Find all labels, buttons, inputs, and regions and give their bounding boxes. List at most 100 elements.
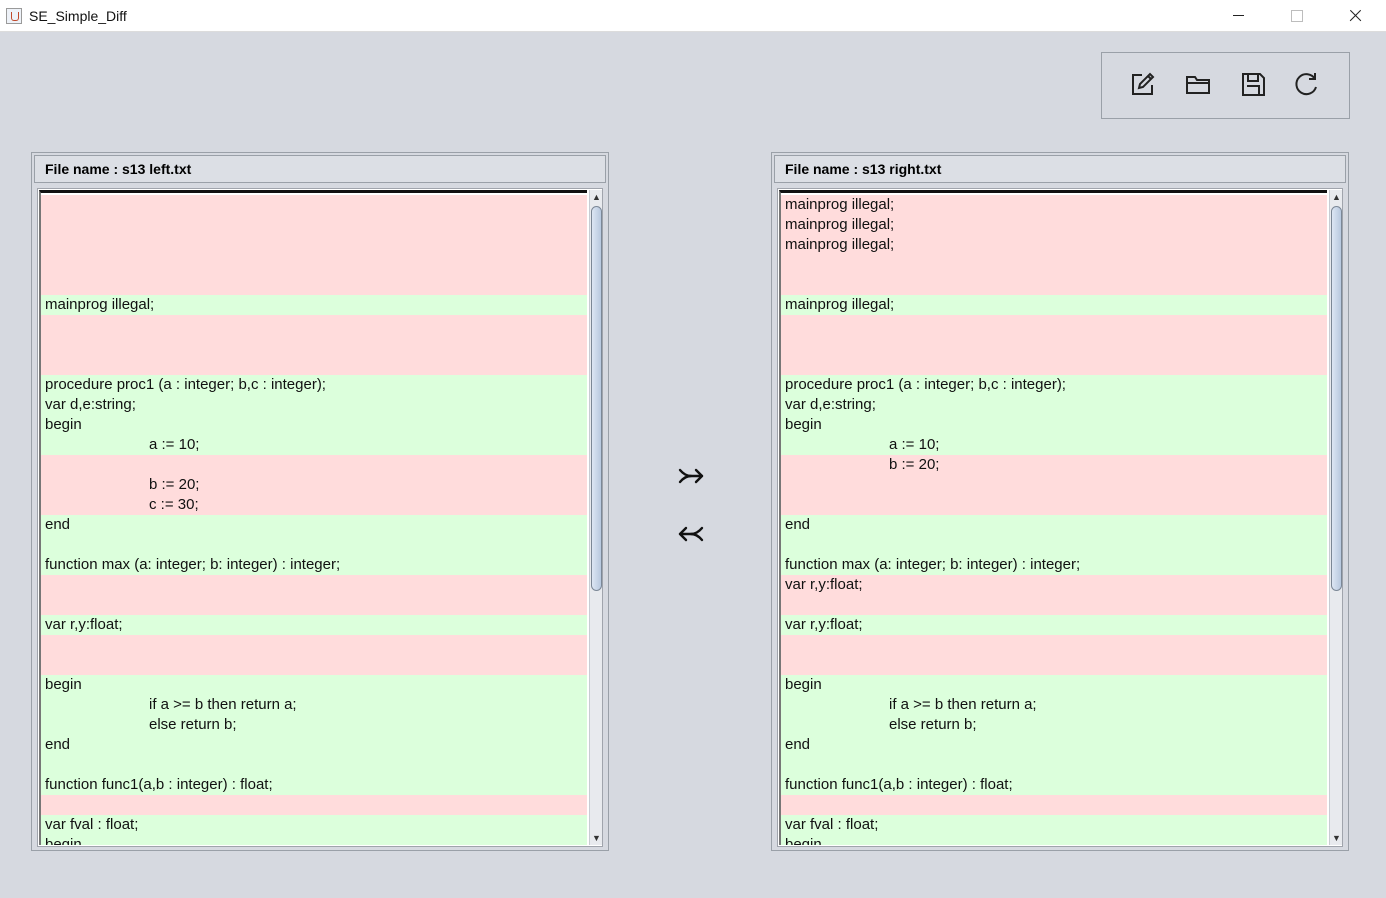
edit-button[interactable] bbox=[1128, 69, 1158, 99]
diff-line: mainprog illegal; bbox=[41, 295, 587, 315]
diff-line: end bbox=[41, 735, 587, 755]
right-lines: mainprog illegal;mainprog illegal;mainpr… bbox=[781, 193, 1327, 845]
diff-line bbox=[781, 655, 1327, 675]
diff-line: mainprog illegal; bbox=[781, 235, 1327, 255]
diff-line: end bbox=[781, 735, 1327, 755]
diff-line bbox=[781, 755, 1327, 775]
diff-line bbox=[41, 535, 587, 555]
merge-to-right-icon bbox=[678, 468, 704, 484]
diff-line bbox=[41, 795, 587, 815]
save-icon bbox=[1242, 73, 1265, 96]
open-folder-icon bbox=[1186, 76, 1210, 94]
diff-line: begin bbox=[41, 415, 587, 435]
toolbar bbox=[1101, 52, 1350, 119]
diff-line: begin bbox=[781, 675, 1327, 695]
right-file-panel: File name : s13 right.txt mainprog illeg… bbox=[771, 152, 1349, 851]
left-lines: mainprog illegal; procedure proc1 (a : in… bbox=[41, 193, 587, 845]
diff-line: begin bbox=[781, 415, 1327, 435]
diff-line bbox=[781, 335, 1327, 355]
diff-line bbox=[781, 255, 1327, 275]
open-button[interactable] bbox=[1183, 69, 1213, 99]
scroll-down-arrow-icon[interactable]: ▼ bbox=[1332, 833, 1341, 843]
diff-line: function func1(a,b : integer) : float; bbox=[41, 775, 587, 795]
diff-line bbox=[41, 655, 587, 675]
diff-line: var fval : float; bbox=[781, 815, 1327, 835]
minimize-button[interactable] bbox=[1210, 0, 1268, 32]
diff-line bbox=[41, 215, 587, 235]
right-diff-view: mainprog illegal;mainprog illegal;mainpr… bbox=[777, 188, 1343, 847]
diff-line: mainprog illegal; bbox=[781, 195, 1327, 215]
merge-to-right-button[interactable] bbox=[676, 464, 706, 488]
diff-line: function max (a: integer; b: integer) : … bbox=[41, 555, 587, 575]
diff-line: var r,y:float; bbox=[41, 615, 587, 635]
diff-line: procedure proc1 (a : integer; b,c : inte… bbox=[781, 375, 1327, 395]
diff-line bbox=[781, 535, 1327, 555]
refresh-button[interactable] bbox=[1292, 69, 1322, 99]
diff-line bbox=[781, 635, 1327, 655]
window-title: SE_Simple_Diff bbox=[29, 8, 127, 24]
diff-line bbox=[41, 635, 587, 655]
diff-line: var d,e:string; bbox=[781, 395, 1327, 415]
maximize-button[interactable] bbox=[1268, 0, 1326, 32]
diff-line bbox=[41, 315, 587, 335]
scroll-up-arrow-icon[interactable]: ▲ bbox=[592, 192, 601, 202]
diff-line bbox=[781, 595, 1327, 615]
java-cup-icon bbox=[6, 8, 22, 24]
scroll-up-arrow-icon[interactable]: ▲ bbox=[1332, 192, 1341, 202]
diff-line: else return b; bbox=[781, 715, 1327, 735]
diff-line: if a >= b then return a; bbox=[41, 695, 587, 715]
diff-line: end bbox=[781, 515, 1327, 535]
diff-line bbox=[41, 575, 587, 595]
diff-line: a := 10; bbox=[41, 435, 587, 455]
diff-line: begin bbox=[41, 835, 587, 845]
diff-line: b := 20; bbox=[781, 455, 1327, 475]
diff-line: c := 30; bbox=[41, 495, 587, 515]
diff-line bbox=[41, 235, 587, 255]
left-file-panel: File name : s13 left.txt mainprog illega… bbox=[31, 152, 609, 851]
diff-line: var r,y:float; bbox=[781, 615, 1327, 635]
left-diff-view: mainprog illegal; procedure proc1 (a : in… bbox=[37, 188, 603, 847]
diff-line bbox=[41, 255, 587, 275]
diff-line: function func1(a,b : integer) : float; bbox=[781, 775, 1327, 795]
title-bar: SE_Simple_Diff bbox=[0, 0, 1386, 32]
merge-to-left-icon bbox=[678, 526, 704, 542]
diff-line bbox=[781, 495, 1327, 515]
diff-line: var fval : float; bbox=[41, 815, 587, 835]
diff-line bbox=[41, 755, 587, 775]
diff-line: else return b; bbox=[41, 715, 587, 735]
diff-line bbox=[41, 595, 587, 615]
scroll-down-arrow-icon[interactable]: ▼ bbox=[592, 833, 601, 843]
diff-line: begin bbox=[781, 835, 1327, 845]
diff-line bbox=[781, 315, 1327, 335]
edit-icon bbox=[1132, 72, 1155, 95]
diff-line: function max (a: integer; b: integer) : … bbox=[781, 555, 1327, 575]
left-scrollbar[interactable]: ▲ ▼ bbox=[589, 190, 602, 845]
diff-line bbox=[781, 275, 1327, 295]
diff-line: var d,e:string; bbox=[41, 395, 587, 415]
diff-line bbox=[41, 455, 587, 475]
diff-line: procedure proc1 (a : integer; b,c : inte… bbox=[41, 375, 587, 395]
left-text-area[interactable]: mainprog illegal; procedure proc1 (a : in… bbox=[39, 190, 587, 845]
scrollbar-thumb[interactable] bbox=[591, 206, 602, 591]
right-scrollbar[interactable]: ▲ ▼ bbox=[1329, 190, 1342, 845]
right-file-name-header: File name : s13 right.txt bbox=[774, 155, 1346, 183]
right-text-area[interactable]: mainprog illegal;mainprog illegal;mainpr… bbox=[779, 190, 1327, 845]
diff-line: var r,y:float; bbox=[781, 575, 1327, 595]
diff-line bbox=[781, 355, 1327, 375]
diff-line bbox=[781, 795, 1327, 815]
diff-line bbox=[41, 275, 587, 295]
merge-to-left-button[interactable] bbox=[676, 522, 706, 546]
diff-line: b := 20; bbox=[41, 475, 587, 495]
diff-line: mainprog illegal; bbox=[781, 295, 1327, 315]
diff-line bbox=[781, 475, 1327, 495]
save-button[interactable] bbox=[1238, 69, 1268, 99]
diff-line bbox=[41, 335, 587, 355]
diff-line: mainprog illegal; bbox=[781, 215, 1327, 235]
diff-line bbox=[41, 355, 587, 375]
diff-line: if a >= b then return a; bbox=[781, 695, 1327, 715]
scrollbar-thumb[interactable] bbox=[1331, 206, 1342, 591]
close-button[interactable] bbox=[1326, 0, 1384, 32]
diff-line: end bbox=[41, 515, 587, 535]
diff-line bbox=[41, 195, 587, 215]
diff-line: a := 10; bbox=[781, 435, 1327, 455]
